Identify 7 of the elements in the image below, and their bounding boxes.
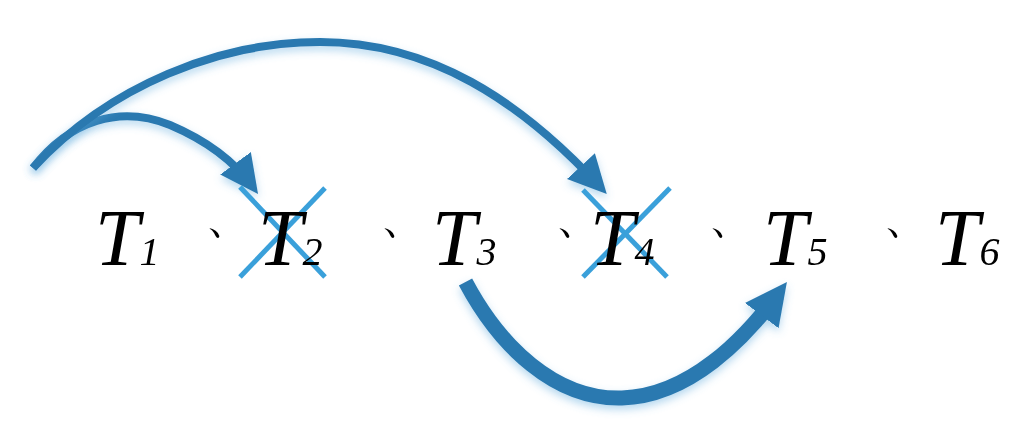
ideographic-comma: 、 [708,191,756,239]
ideographic-comma: 、 [380,191,428,239]
curved-arrow [30,38,607,194]
ideographic-comma: 、 [883,191,931,239]
curved-arrow [458,278,788,406]
ideographic-comma: 、 [205,191,253,239]
curved-arrow [29,112,259,194]
